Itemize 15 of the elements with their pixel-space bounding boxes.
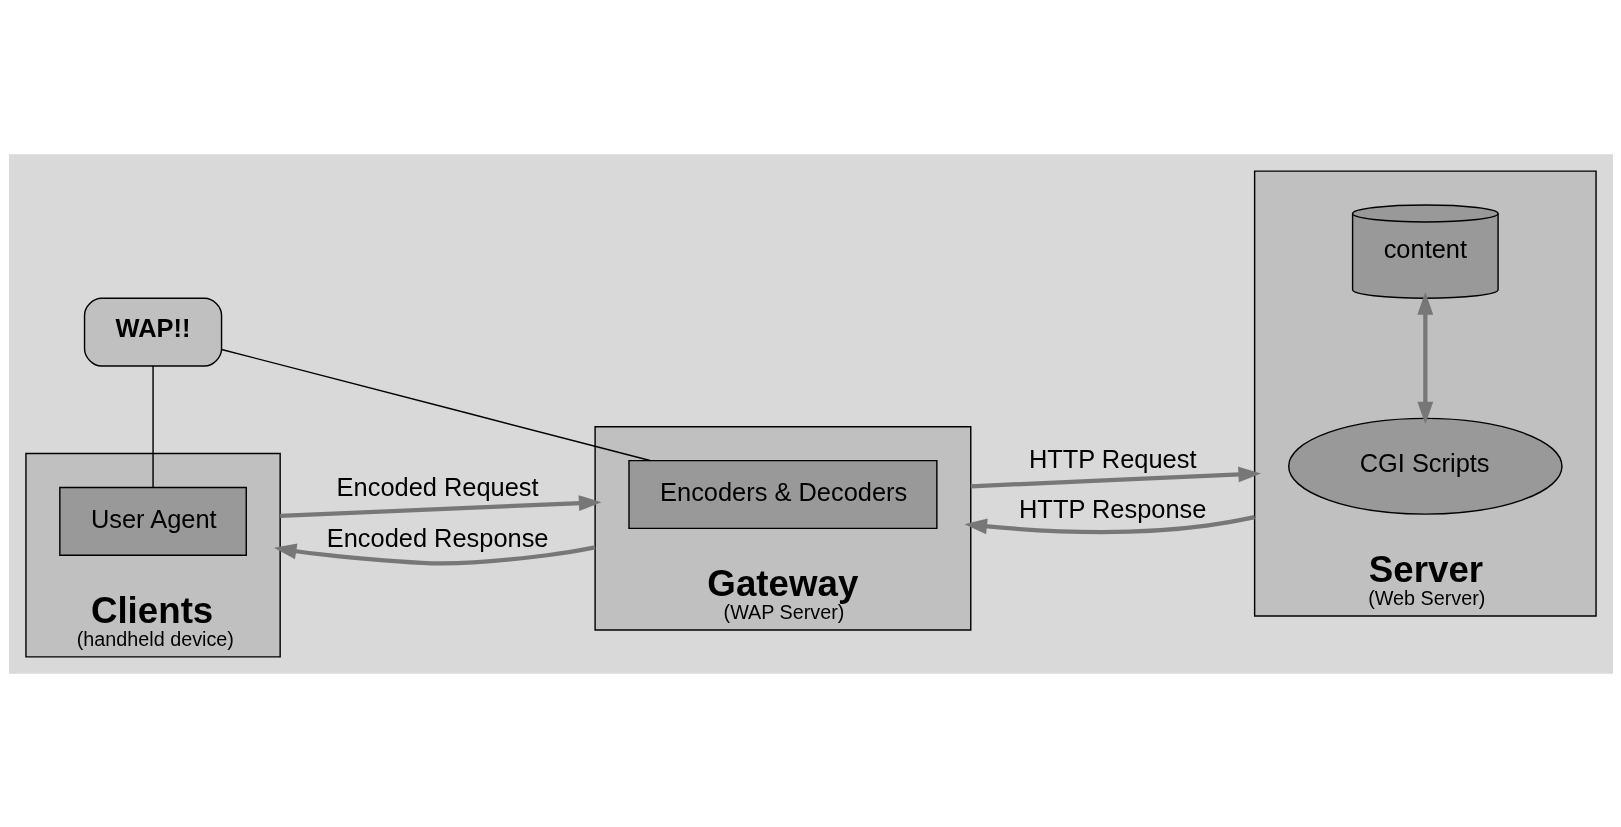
connector: [220, 348, 651, 461]
node-ellipse: CGI Scripts: [1287, 417, 1563, 515]
edge-label: HTTP Response: [1018, 494, 1206, 523]
arrow: [273, 543, 595, 565]
arrow: [963, 514, 1255, 534]
arrow: [279, 494, 601, 518]
arrow: [970, 466, 1261, 488]
arrow: [1416, 291, 1433, 424]
node-box: Encoders & Decoders: [627, 459, 938, 529]
node-box: WAP!!: [83, 297, 222, 367]
connector: [151, 364, 154, 488]
node-box: User Agent: [58, 486, 247, 556]
edge-label: HTTP Request: [1028, 444, 1196, 473]
edge-label: Encoded Response: [326, 523, 549, 552]
edge-label: Encoded Request: [336, 472, 539, 501]
